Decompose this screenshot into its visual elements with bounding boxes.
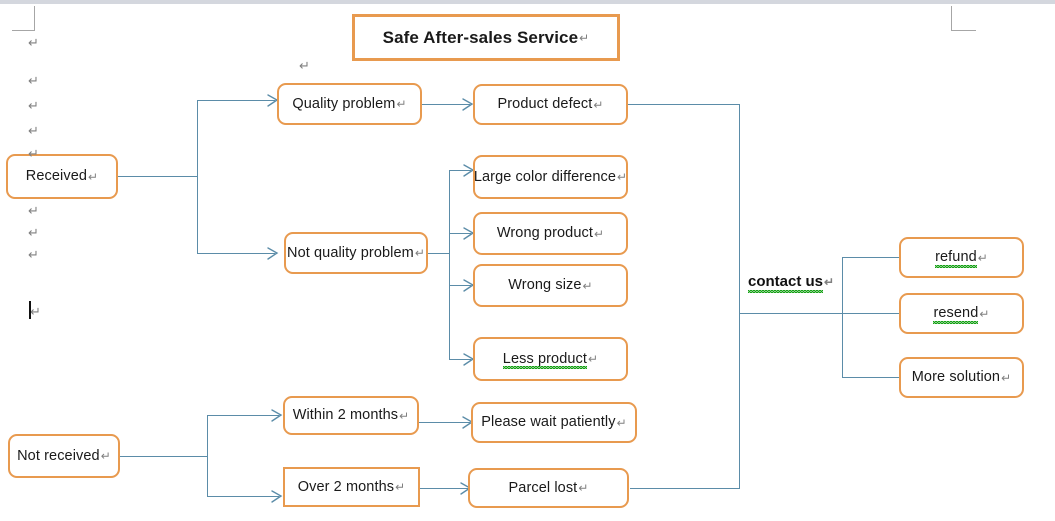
margin-corner-top-left-icon: [12, 6, 35, 31]
node-please-wait-patiently[interactable]: Please wait patiently↵: [471, 402, 637, 443]
connector-received-to-quality: [197, 100, 275, 102]
pilcrow-mark: ↵: [979, 306, 990, 321]
paragraph-mark: ↵: [28, 247, 39, 262]
connector-notquality-to-wrongproduct: [449, 233, 471, 235]
connector-notquality-to-lessproduct: [449, 359, 471, 361]
paragraph-mark: ↵: [28, 98, 39, 113]
node-wrong-size[interactable]: Wrong size↵: [473, 264, 628, 307]
pilcrow-mark: ↵: [395, 480, 406, 494]
connector-notreceived-stem: [120, 456, 208, 458]
paragraph-mark-near-title: ↵: [299, 58, 310, 73]
pilcrow-mark: ↵: [582, 278, 593, 293]
connector-notquality-to-wrongsize: [449, 285, 471, 287]
connector-quality-to-defect: [422, 104, 470, 106]
pilcrow-mark: ↵: [88, 169, 99, 184]
node-more-solution[interactable]: More solution↵: [899, 357, 1024, 398]
connector-contactus-to-moresolution: [842, 377, 900, 379]
paragraph-mark: ↵: [28, 225, 39, 240]
connector-contactus-to-refund: [842, 257, 900, 259]
pilcrow-mark: ↵: [593, 226, 605, 241]
pilcrow-mark: ↵: [100, 449, 111, 463]
connector-right-trunk-vertical: [739, 104, 741, 488]
pilcrow-mark: ↵: [1001, 370, 1012, 385]
text-cursor: [29, 301, 31, 319]
node-wrong-product[interactable]: Wrong product↵: [473, 212, 628, 255]
node-label: Received: [25, 168, 88, 185]
connector-parcellost-to-trunk: [630, 488, 740, 490]
node-label: Product defect: [497, 96, 593, 113]
paragraph-mark: ↵: [28, 35, 39, 50]
node-label: Less product: [502, 350, 588, 369]
node-over-2-months[interactable]: Over 2 months↵: [283, 467, 420, 507]
connector-contactus-to-resend: [842, 313, 900, 315]
pilcrow-mark: ↵: [399, 408, 410, 423]
connector-notreceived-to-over: [207, 496, 279, 498]
pilcrow-mark: ↵: [396, 97, 407, 111]
node-label: Quality problem: [292, 95, 396, 112]
connector-within-to-wait: [419, 422, 470, 424]
node-label: Wrong product: [496, 225, 593, 242]
node-label: Parcel lost: [508, 479, 578, 496]
node-less-product[interactable]: Less product↵: [473, 337, 628, 381]
connector-notquality-stem: [428, 253, 450, 255]
connector-received-stem: [118, 176, 198, 178]
connector-defect-to-trunk: [628, 104, 740, 106]
pilcrow-mark: ↵: [824, 275, 835, 289]
node-quality-problem[interactable]: Quality problem↵: [277, 83, 422, 125]
node-safe-after-sales-service[interactable]: Safe After-sales Service↵: [352, 14, 620, 61]
node-label: refund: [935, 249, 977, 268]
connector-notreceived-to-within: [207, 415, 279, 417]
pilcrow-mark: ↵: [414, 246, 425, 260]
pilcrow-mark: ↵: [588, 352, 599, 366]
connector-received-to-not-quality: [197, 253, 275, 255]
paragraph-mark: ↵: [28, 123, 39, 138]
node-parcel-lost[interactable]: Parcel lost↵: [468, 468, 629, 508]
pilcrow-mark: ↵: [977, 250, 988, 265]
node-label: Within 2 months: [292, 407, 399, 424]
connector-contactus-split-vertical: [842, 257, 844, 377]
connector-over-to-parcellost: [420, 488, 468, 490]
node-label: More solution: [911, 369, 1001, 386]
node-label: resend: [933, 305, 979, 324]
node-not-received[interactable]: Not received↵: [8, 434, 120, 478]
margin-corner-top-right-icon: [951, 6, 976, 31]
window-top-strip: [0, 0, 1055, 4]
pilcrow-mark: ↵: [593, 97, 604, 112]
paragraph-mark: ↵: [28, 146, 39, 161]
node-not-quality-problem[interactable]: Not quality problem↵: [284, 232, 428, 274]
node-label: Not quality problem: [287, 244, 414, 261]
connector-trunk-to-contactus: [739, 313, 843, 315]
node-label: Safe After-sales Service: [382, 28, 579, 47]
connector-notreceived-split-vertical: [207, 415, 209, 497]
node-resend[interactable]: resend↵: [899, 293, 1024, 334]
pilcrow-mark: ↵: [616, 415, 627, 430]
contact-us-text: contact us: [748, 273, 824, 293]
connector-notquality-to-color: [449, 170, 471, 172]
node-label: Over 2 months: [297, 478, 395, 495]
node-label: Large color difference: [473, 168, 617, 185]
node-product-defect[interactable]: Product defect↵: [473, 84, 628, 125]
connector-received-split-vertical: [197, 100, 199, 253]
paragraph-mark: ↵: [30, 304, 41, 319]
node-large-color-difference[interactable]: Large color difference↵: [473, 155, 628, 199]
label-contact-us: contact us↵: [748, 273, 835, 293]
pilcrow-mark: ↵: [617, 170, 628, 184]
node-refund[interactable]: refund↵: [899, 237, 1024, 278]
pilcrow-mark: ↵: [579, 30, 590, 45]
connector-notquality-split-vertical: [449, 170, 451, 360]
paragraph-mark: ↵: [28, 73, 39, 88]
node-within-2-months[interactable]: Within 2 months↵: [283, 396, 419, 435]
node-label: Not received: [17, 447, 100, 464]
paragraph-mark: ↵: [28, 203, 39, 218]
pilcrow-mark: ↵: [578, 481, 589, 495]
node-label: Wrong size: [508, 277, 582, 294]
node-label: Please wait patiently: [481, 414, 616, 431]
node-received[interactable]: Received↵: [6, 154, 118, 199]
